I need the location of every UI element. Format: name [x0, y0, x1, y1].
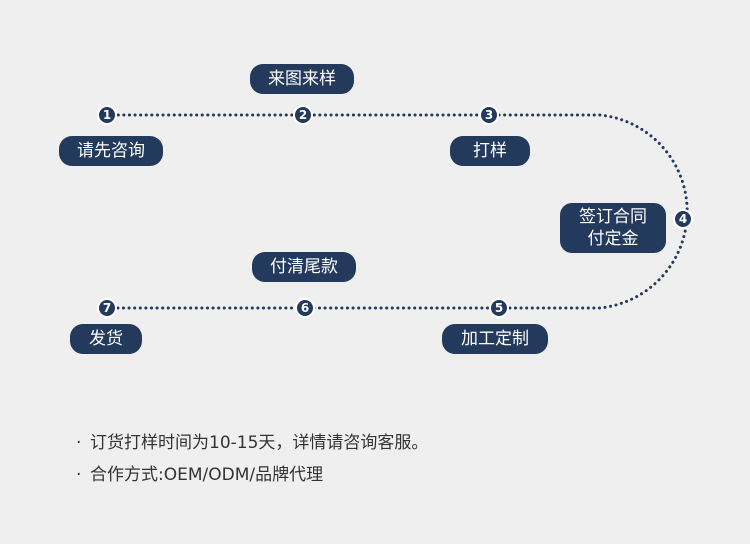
step-7-node: 7 — [97, 298, 117, 318]
step-6-node: 6 — [295, 298, 315, 318]
step-1-label: 请先咨询 — [59, 136, 163, 166]
step-4-label-line1: 签订合同 — [579, 207, 647, 227]
step-2-node: 2 — [293, 105, 313, 125]
step-7-label: 发货 — [70, 324, 142, 354]
step-6-label: 付清尾款 — [252, 252, 356, 282]
note-text: 合作方式:OEM/ODM/品牌代理 — [90, 465, 324, 485]
step-5-node: 5 — [489, 298, 509, 318]
step-3-label: 打样 — [450, 136, 530, 166]
note-bullet: · — [76, 465, 82, 485]
step-1-node: 1 — [97, 105, 117, 125]
step-2-label: 来图来样 — [250, 64, 354, 94]
step-4-label-line2: 付定金 — [587, 229, 639, 249]
step-3-node: 3 — [479, 105, 499, 125]
note-bullet: · — [76, 433, 82, 453]
step-4-node: 4 — [673, 209, 693, 229]
note-item: · 合作方式:OEM/ODM/品牌代理 — [76, 464, 428, 496]
notes: · 订货打样时间为10-15天，详情请咨询客服。 · 合作方式:OEM/ODM/品牌… — [76, 432, 428, 496]
step-5-label: 加工定制 — [442, 324, 548, 354]
step-4-label: 签订合同 付定金 — [560, 203, 666, 253]
note-text: 订货打样时间为10-15天，详情请咨询客服。 — [90, 433, 429, 453]
note-item: · 订货打样时间为10-15天，详情请咨询客服。 — [76, 432, 428, 464]
